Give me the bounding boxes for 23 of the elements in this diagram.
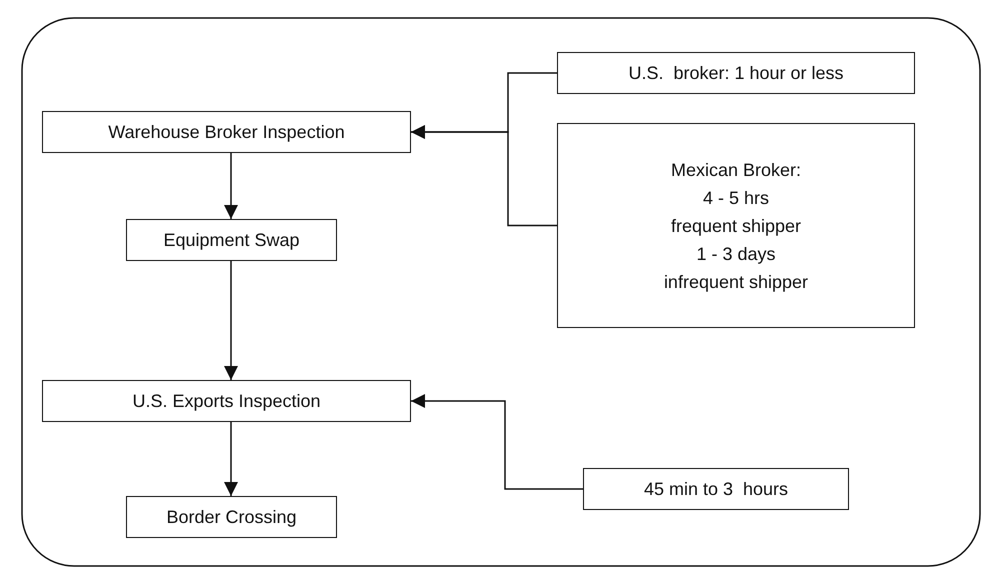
- box-text: frequent shipper: [670, 214, 802, 238]
- arrow: [224, 422, 238, 496]
- process-box: [557, 52, 915, 94]
- box-text: Border Crossing: [166, 506, 297, 529]
- arrow: [224, 261, 238, 380]
- process-box: [126, 496, 337, 538]
- arrow: [411, 394, 583, 490]
- box-text: U.S. broker: 1 hour or less: [628, 62, 844, 85]
- box-text: 45 min to 3 hours: [644, 478, 788, 501]
- process-box: [126, 219, 337, 261]
- process-box: [557, 123, 915, 328]
- process-box: [42, 380, 411, 422]
- box-text: Equipment Swap: [163, 229, 300, 252]
- arrow: [224, 153, 238, 219]
- arrow: [411, 125, 557, 226]
- box-text: Mexican Broker:: [670, 158, 802, 182]
- process-box: [583, 468, 849, 510]
- box-text: 1 - 3 days: [696, 242, 776, 266]
- box-text: infrequent shipper: [664, 270, 808, 294]
- box-text: Warehouse Broker Inspection: [108, 121, 345, 144]
- box-text: U.S. Exports Inspection: [132, 390, 321, 413]
- box-text: 4 - 5 hrs: [702, 186, 770, 210]
- process-box: [42, 111, 411, 153]
